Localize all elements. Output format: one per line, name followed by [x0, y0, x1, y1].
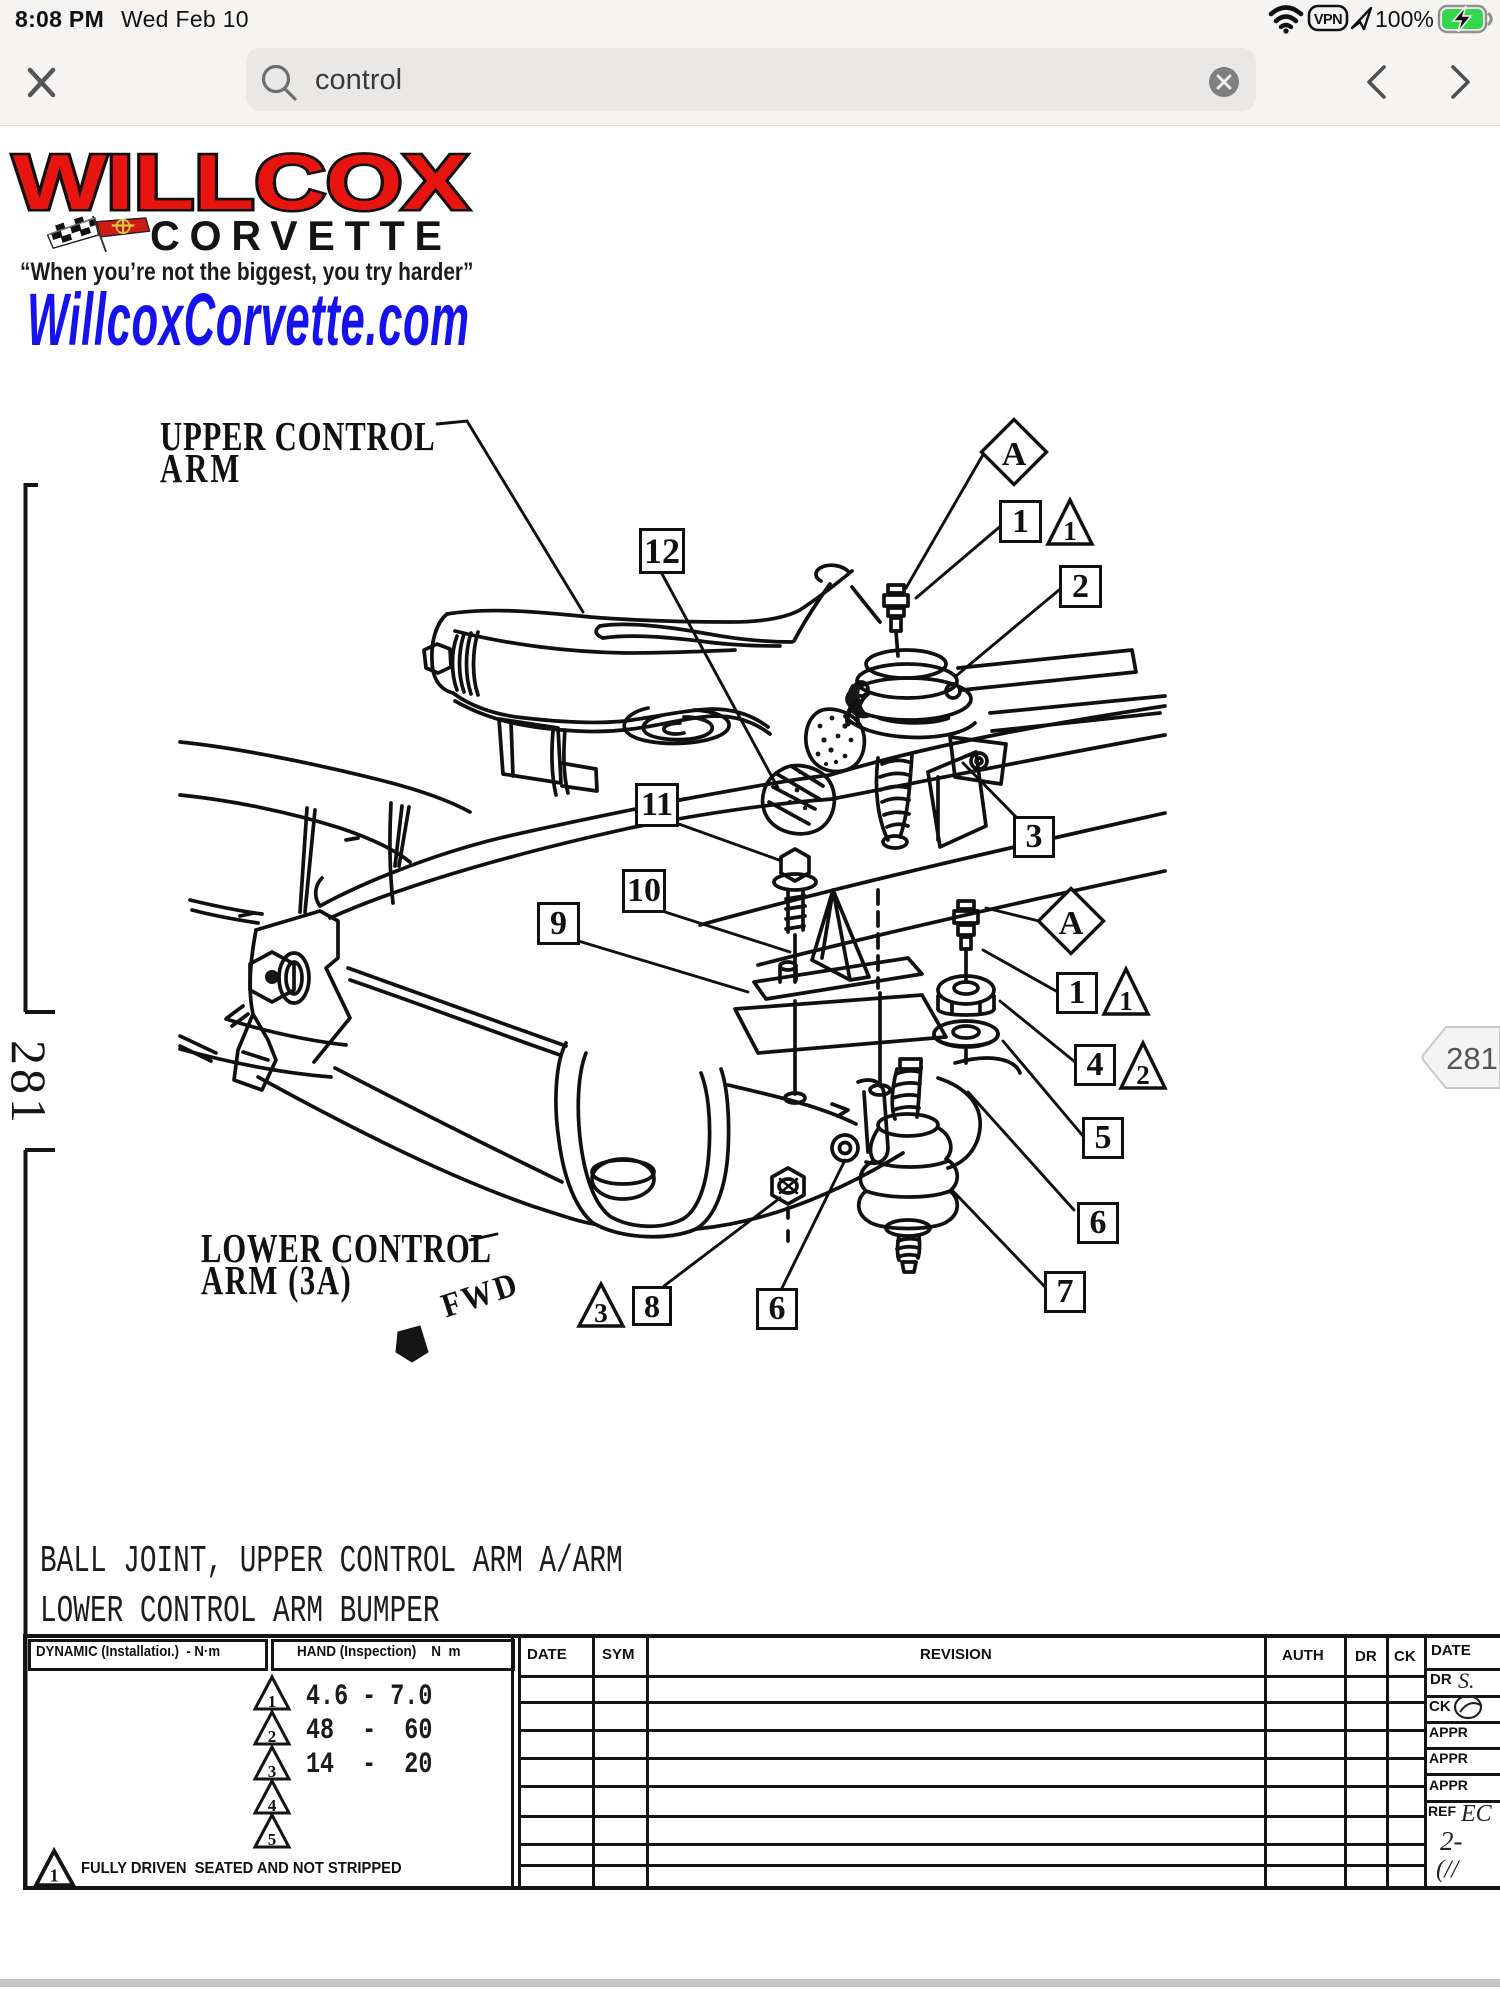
- svg-text:1: 1: [1063, 516, 1077, 546]
- svg-text:1: 1: [268, 1692, 277, 1711]
- svg-text:3: 3: [594, 1298, 608, 1328]
- svg-text:1: 1: [1119, 986, 1133, 1016]
- svg-text:5: 5: [268, 1830, 277, 1849]
- svg-text:A: A: [1059, 905, 1084, 942]
- svg-text:A: A: [1002, 436, 1027, 473]
- svg-text:4: 4: [268, 1796, 277, 1815]
- svg-text:281: 281: [1446, 1041, 1498, 1076]
- svg-text:1: 1: [50, 1865, 59, 1885]
- svg-text:2: 2: [268, 1727, 277, 1746]
- svg-text:VPN: VPN: [1314, 12, 1342, 28]
- svg-text:281: 281: [1, 1040, 57, 1127]
- svg-text:2: 2: [1136, 1060, 1150, 1090]
- svg-text:3: 3: [268, 1762, 277, 1781]
